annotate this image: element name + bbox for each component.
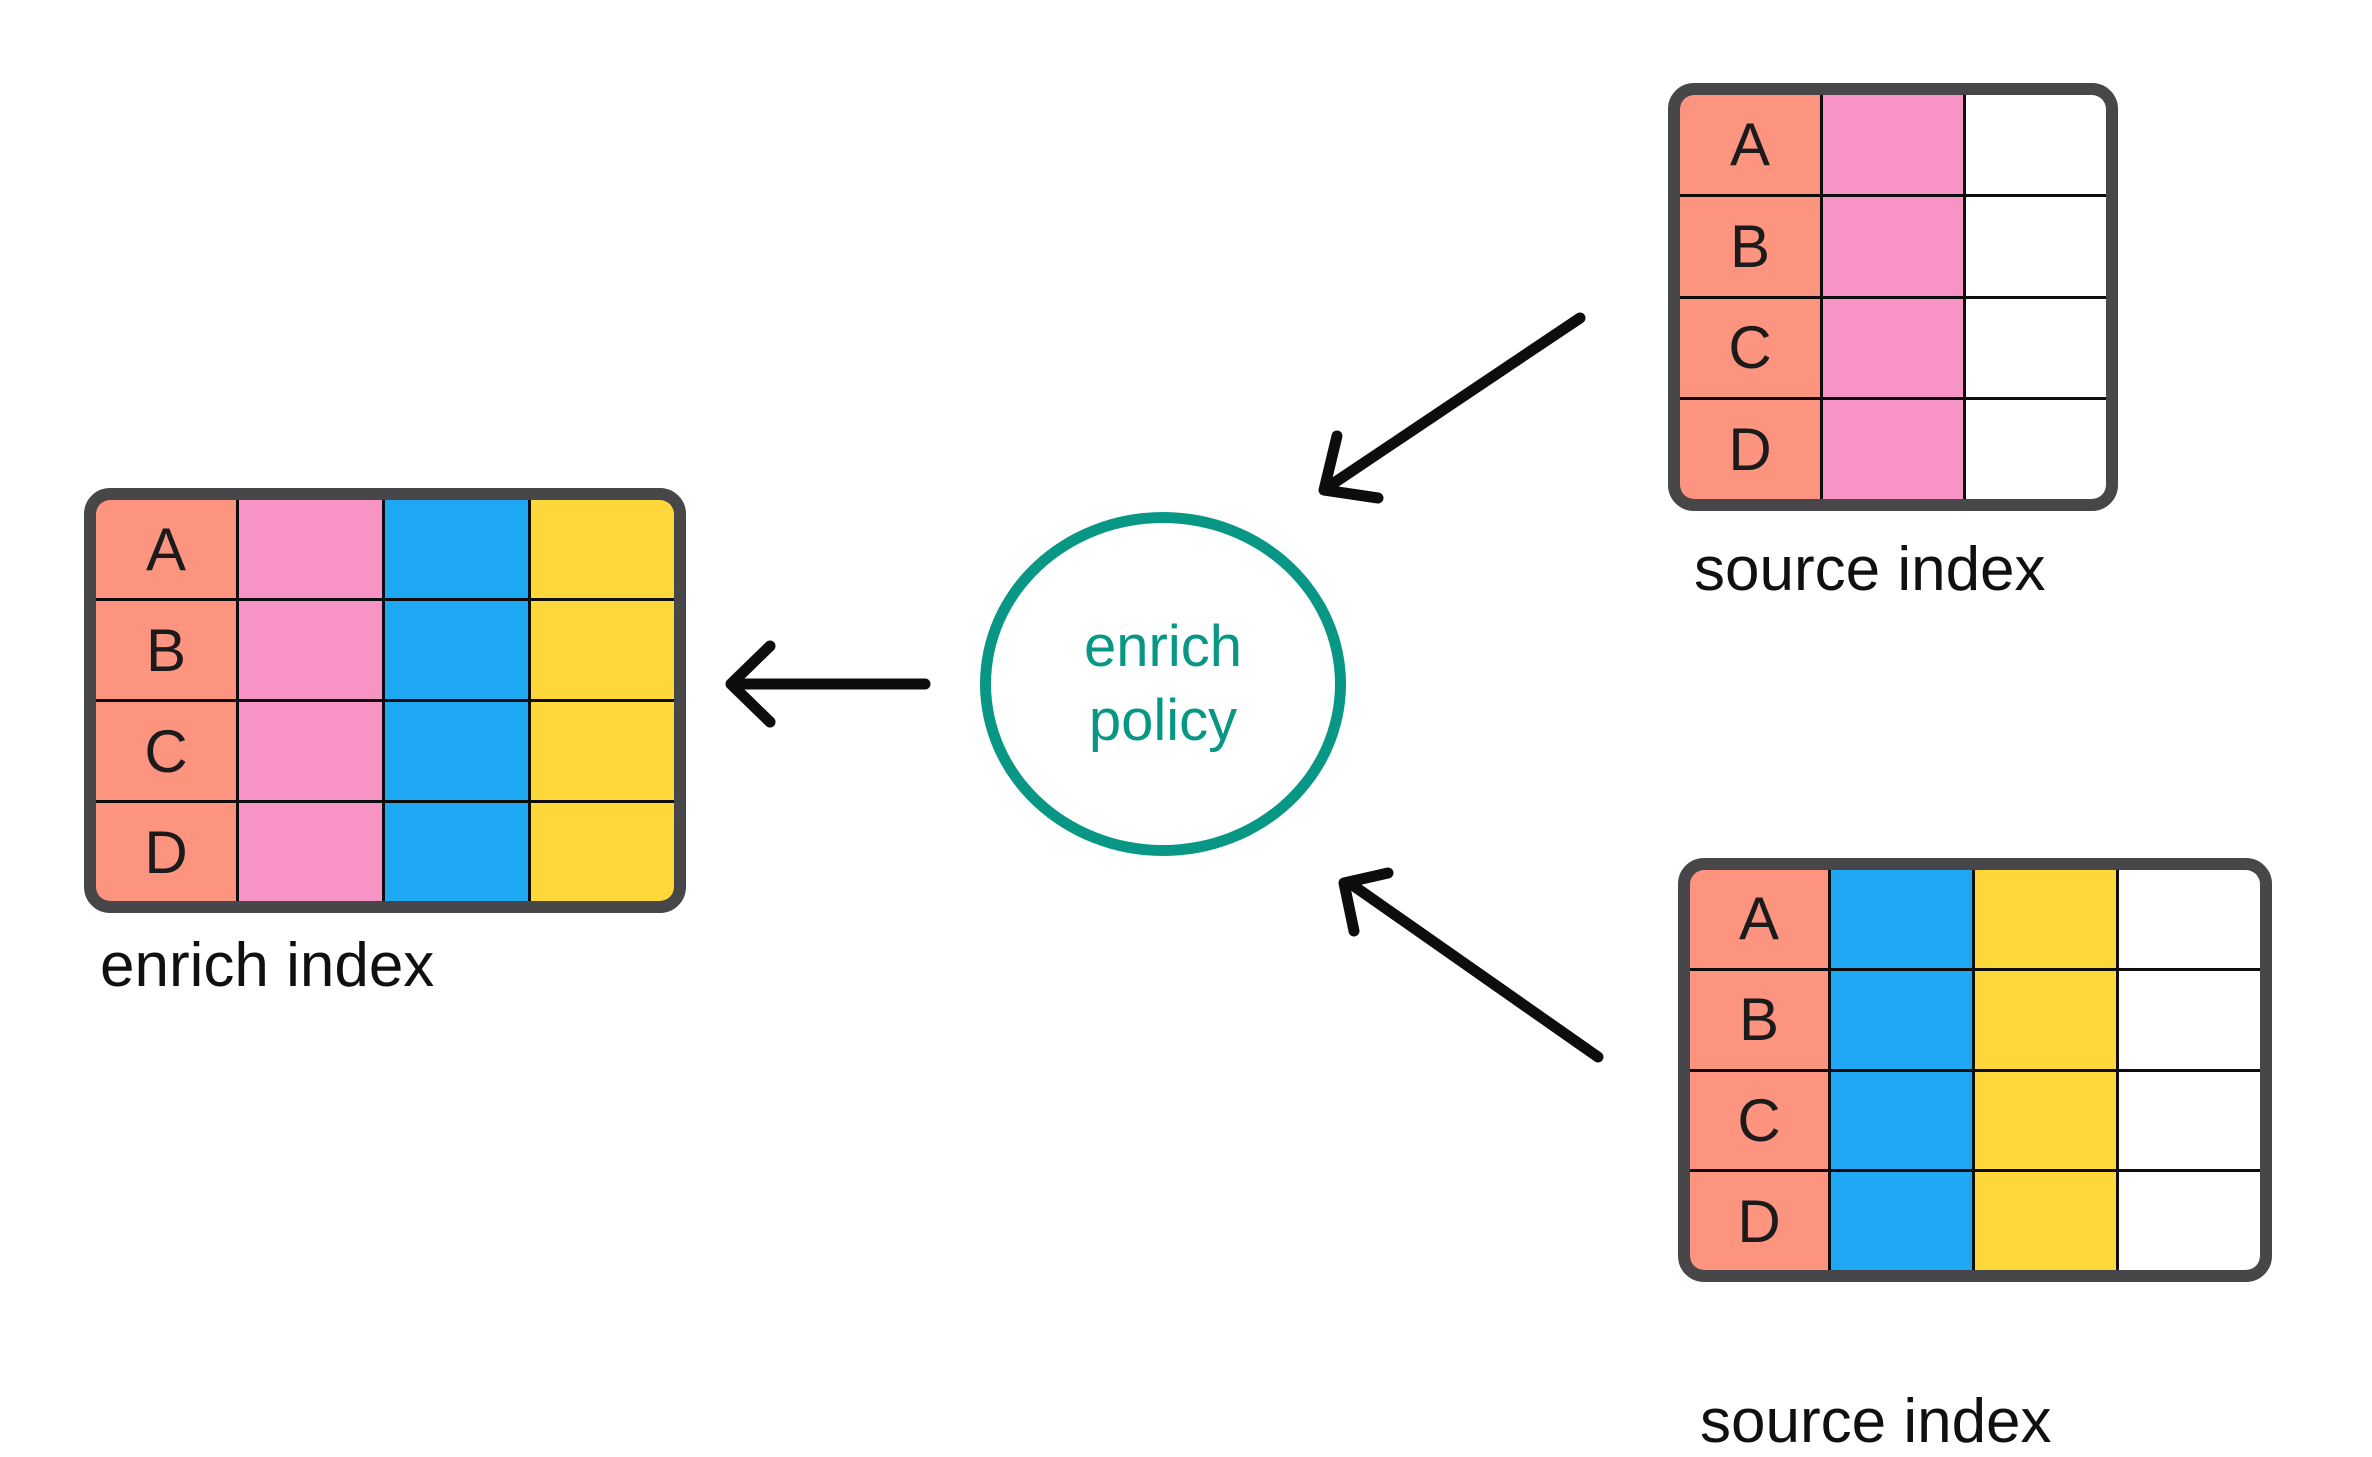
enrich-policy-label-line1: enrich: [1084, 613, 1242, 679]
enrich-policy-label-line2: policy: [1088, 688, 1238, 753]
arrow-source-bottom-to-policy-icon: [1338, 867, 1604, 1063]
source-index-top-caption: source index: [1694, 535, 2046, 604]
data-cell-pink: [239, 500, 382, 598]
data-cell-pink: [1823, 196, 1963, 296]
data-cell-blue: [385, 601, 528, 699]
row-label-cell: C: [96, 702, 236, 800]
data-cell-white: [2119, 1172, 2260, 1270]
data-cell-pink: [239, 803, 382, 901]
data-cell-blue: [1831, 870, 1972, 968]
data-cell-yellow: [531, 500, 674, 598]
data-cell-blue: [385, 702, 528, 800]
row-label-cell: A: [96, 500, 236, 598]
arrow-source-top-to-policy-icon: [1318, 312, 1586, 504]
data-cell-blue: [1831, 1172, 1972, 1270]
data-cell-white: [2119, 870, 2260, 968]
arrow-policy-to-enrich-index-icon: [725, 640, 931, 728]
data-cell-yellow: [531, 702, 674, 800]
row-label-cell: B: [1690, 970, 1828, 1069]
data-cell-blue: [385, 803, 528, 901]
data-cell-pink: [1823, 298, 1963, 398]
row-label-cell: B: [96, 601, 236, 699]
row-label-cell: B: [1680, 196, 1820, 296]
row-label-cell: D: [96, 803, 236, 901]
data-cell-white: [2119, 970, 2260, 1069]
source-index-bottom-caption: source index: [1700, 1387, 2052, 1456]
data-cell-yellow: [1975, 1172, 2116, 1270]
row-label-cell: C: [1690, 1071, 1828, 1170]
data-cell-yellow: [531, 601, 674, 699]
data-cell-pink: [1823, 95, 1963, 194]
row-label-cell: C: [1680, 298, 1820, 398]
row-label-cell: D: [1680, 400, 1820, 499]
row-label-cell: D: [1690, 1172, 1828, 1270]
data-cell-white: [1966, 400, 2106, 499]
enrich-index-caption: enrich index: [100, 931, 435, 1000]
data-cell-pink: [239, 601, 382, 699]
data-cell-pink: [239, 702, 382, 800]
data-cell-white: [1966, 196, 2106, 296]
data-cell-yellow: [1975, 870, 2116, 968]
data-cell-yellow: [1975, 970, 2116, 1069]
data-cell-blue: [1831, 970, 1972, 1069]
data-cell-yellow: [531, 803, 674, 901]
data-cell-blue: [1831, 1071, 1972, 1170]
enrich-policy-circle: enrich policy: [980, 512, 1346, 856]
data-cell-pink: [1823, 400, 1963, 499]
data-cell-white: [1966, 95, 2106, 194]
data-cell-white: [2119, 1071, 2260, 1170]
data-cell-yellow: [1975, 1071, 2116, 1170]
row-label-cell: A: [1690, 870, 1828, 968]
data-cell-blue: [385, 500, 528, 598]
data-cell-white: [1966, 298, 2106, 398]
row-label-cell: A: [1680, 95, 1820, 194]
